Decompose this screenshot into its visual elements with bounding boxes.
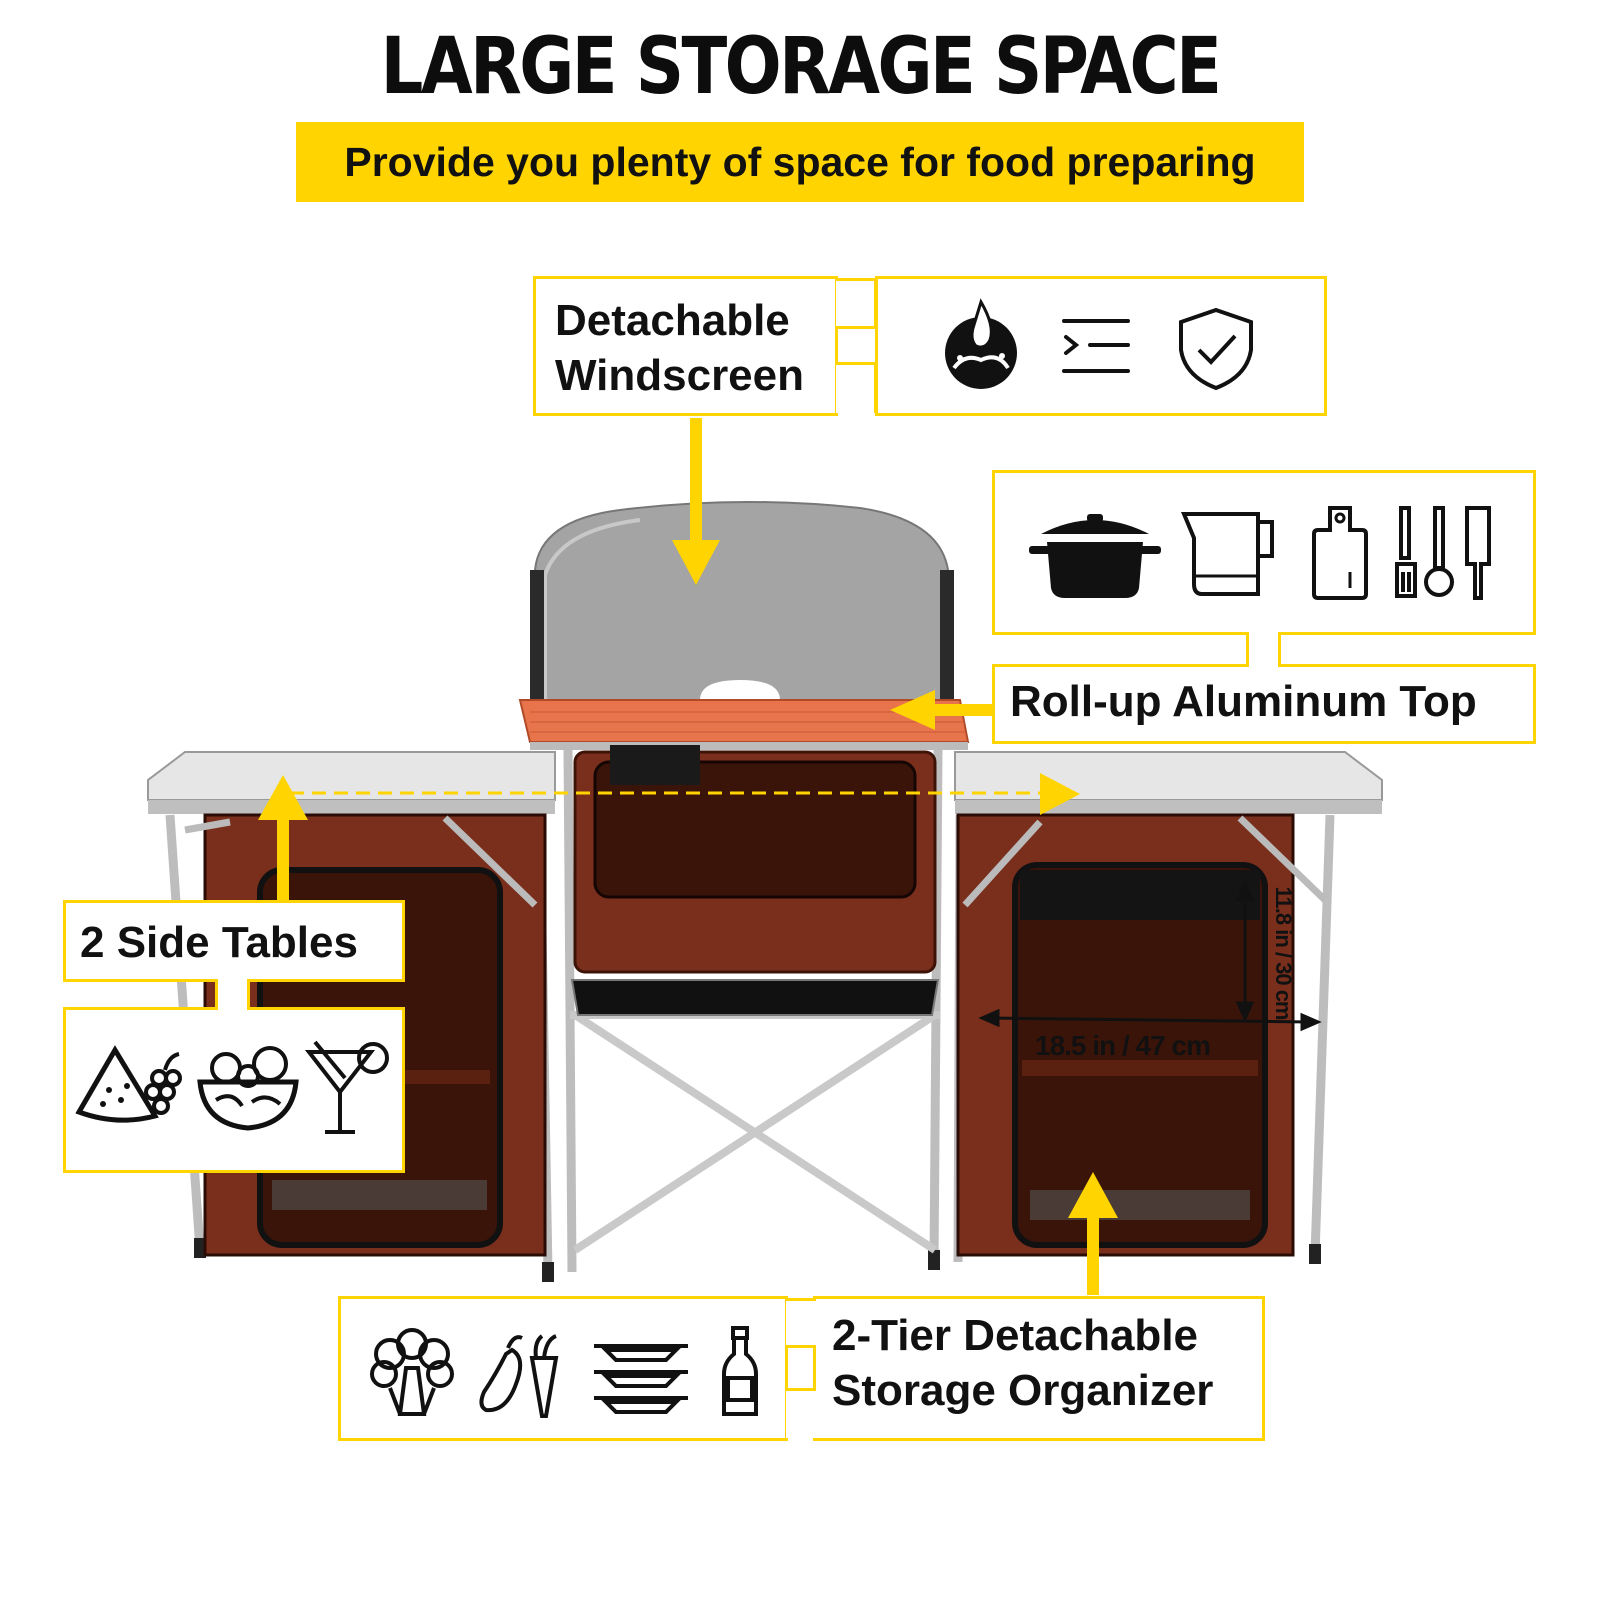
subtitle-text: Provide you plenty of space for food pre… bbox=[344, 138, 1256, 185]
windscreen-label: Detachable Windscreen bbox=[555, 293, 804, 403]
eggplant-carrot-icon bbox=[479, 1334, 559, 1418]
cocktail-glass-icon bbox=[305, 1040, 389, 1134]
organizer-label-box bbox=[813, 1296, 1265, 1441]
organizer-label-line2: Storage Organizer bbox=[832, 1366, 1214, 1415]
shield-check-icon bbox=[1179, 307, 1253, 391]
bottle-icon bbox=[722, 1326, 758, 1416]
waterproof-icon bbox=[945, 298, 1017, 389]
pot-icon bbox=[1029, 514, 1161, 598]
subtitle-banner: Provide you plenty of space for food pre… bbox=[296, 122, 1304, 202]
organizer-label-line1: 2-Tier Detachable bbox=[832, 1311, 1199, 1360]
height-dimension-label: 11.8 in / 30 cm bbox=[1271, 886, 1296, 1020]
windscreen-panel bbox=[534, 500, 949, 701]
windscreen-label-box bbox=[533, 276, 838, 416]
organizer-label: 2-Tier Detachable Storage Organizer bbox=[832, 1308, 1213, 1418]
side-tables-label-box bbox=[63, 900, 405, 982]
kettle-icon bbox=[1181, 512, 1274, 596]
cutting-board-icon bbox=[1312, 506, 1368, 600]
page-title: LARGE STORAGE SPACE bbox=[380, 22, 1222, 112]
salad-bowl-icon bbox=[197, 1046, 299, 1131]
side-tables-label: 2 Side Tables bbox=[80, 918, 358, 967]
stacked-plates-icon bbox=[594, 1344, 688, 1414]
windscreen-label-line2: Windscreen bbox=[555, 351, 805, 400]
windscreen-label-line1: Detachable bbox=[555, 296, 790, 345]
utensils-icon bbox=[1395, 506, 1491, 600]
menu-lines-icon bbox=[1062, 319, 1130, 373]
aluminum-top-label: Roll-up Aluminum Top bbox=[1010, 677, 1477, 726]
cauliflower-icon bbox=[370, 1328, 454, 1416]
watermelon-grapes-icon bbox=[75, 1045, 182, 1123]
width-dimension-label: 18.5 in / 47 cm bbox=[1035, 1030, 1211, 1061]
